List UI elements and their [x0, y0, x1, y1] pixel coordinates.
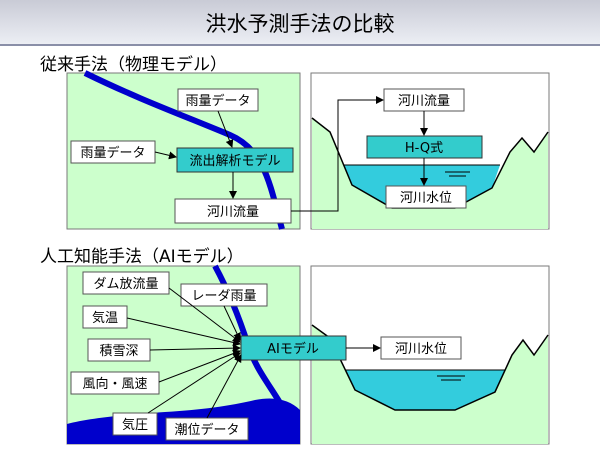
box-radar-rainfall: レーダ雨量 — [180, 283, 268, 307]
page-title: 洪水予測手法の比較 — [205, 12, 395, 36]
box-water-level-bottom: 河川水位 — [380, 336, 462, 360]
box-wind: 風向・風速 — [70, 371, 160, 395]
heading-traditional: 従来手法（物理モデル） — [40, 55, 227, 75]
box-ai-model: AIモデル — [240, 335, 347, 361]
svg-text:潮位データ: 潮位データ — [174, 422, 239, 438]
heading-ai: 人工知能手法（AIモデル） — [40, 247, 244, 267]
svg-text:雨量データ: 雨量データ — [80, 145, 145, 161]
svg-text:風向・風速: 風向・風速 — [82, 376, 147, 392]
box-pressure: 気圧 — [112, 412, 158, 436]
title-bar: 洪水予測手法の比較 — [0, 0, 600, 46]
river-line — [83, 70, 285, 230]
box-runoff-model: 流出解析モデル — [176, 147, 294, 173]
box-snow-depth: 積雪深 — [87, 338, 151, 362]
svg-text:ダム放流量: ダム放流量 — [93, 277, 158, 292]
riverbank — [312, 118, 548, 229]
box-dam-discharge: ダム放流量 — [82, 271, 170, 295]
box-river-flow-left: 河川流量 — [174, 198, 292, 224]
box-rainfall-top: 雨量データ — [177, 88, 259, 112]
svg-text:河川流量: 河川流量 — [398, 94, 450, 109]
arrows-top — [154, 96, 428, 212]
svg-text:河川水位: 河川水位 — [395, 342, 447, 357]
svg-text:気圧: 気圧 — [122, 417, 148, 433]
svg-text:積雪深: 積雪深 — [99, 344, 138, 359]
svg-text:河川流量: 河川流量 — [207, 205, 259, 220]
svg-text:河川水位: 河川水位 — [400, 191, 452, 206]
svg-text:流出解析モデル: 流出解析モデル — [189, 153, 280, 169]
box-river-flow-right: 河川流量 — [383, 88, 465, 112]
box-temperature: 気温 — [82, 305, 128, 329]
box-water-level-top: 河川水位 — [385, 185, 467, 209]
svg-text:気温: 気温 — [92, 310, 118, 326]
box-tide: 潮位データ — [165, 417, 249, 441]
svg-text:H-Q式: H-Q式 — [405, 141, 443, 156]
svg-text:雨量データ: 雨量データ — [185, 93, 250, 109]
box-hq-formula: H-Q式 — [366, 135, 483, 159]
svg-text:AIモデル: AIモデル — [267, 341, 319, 357]
box-rainfall-left: 雨量データ — [70, 140, 156, 164]
svg-text:レーダ雨量: レーダ雨量 — [191, 289, 256, 304]
arrows-bottom — [126, 287, 381, 419]
